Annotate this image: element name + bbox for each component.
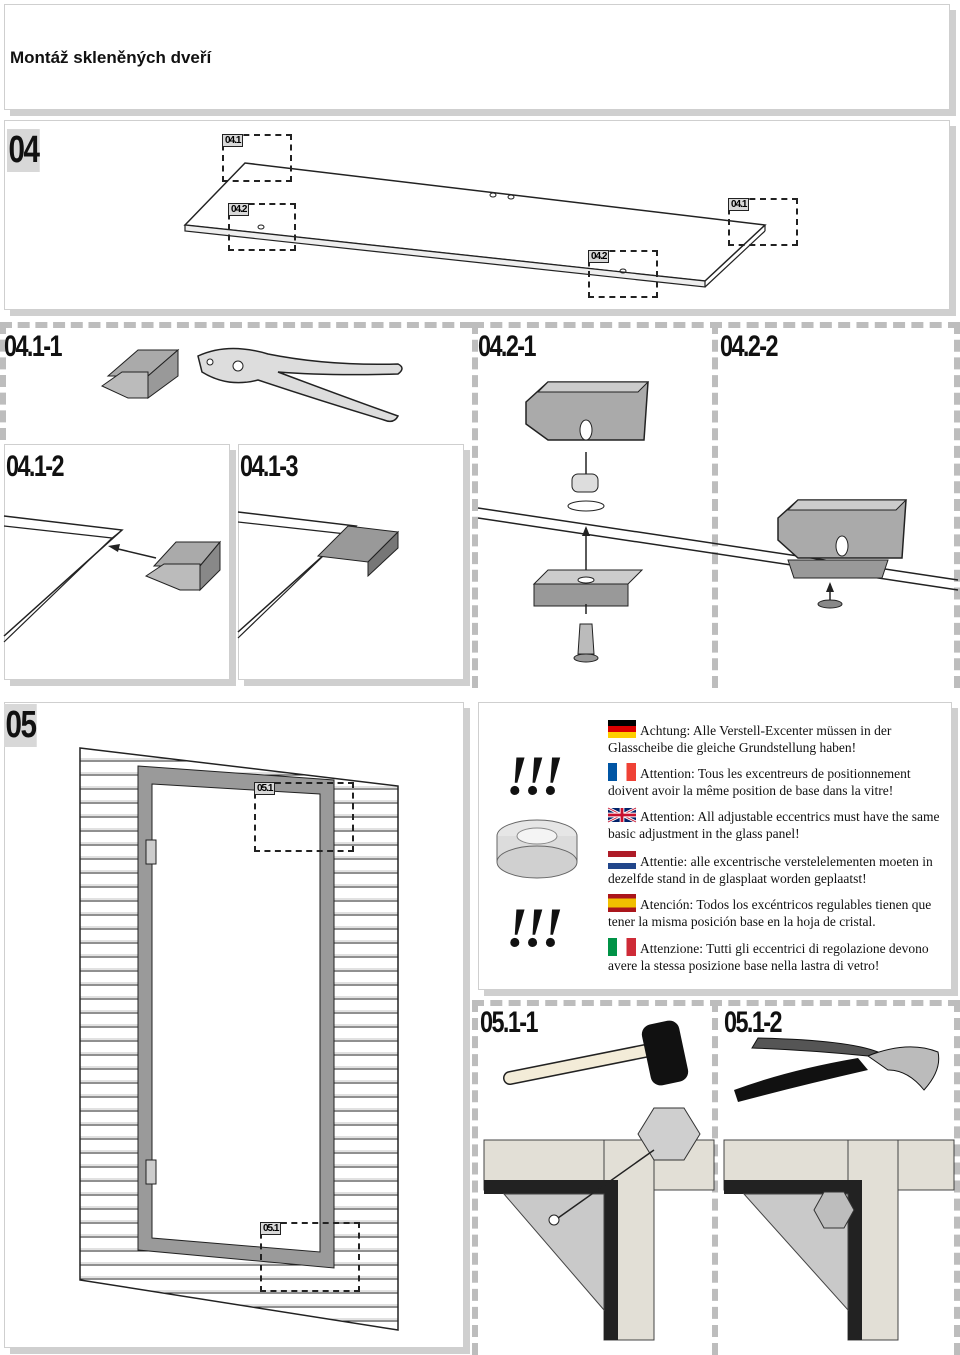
flag-uk-icon bbox=[607, 806, 637, 824]
flag-es-icon bbox=[608, 894, 636, 912]
warning-marks-top: !!! bbox=[506, 745, 563, 807]
callout-04-2-right: 04.2 bbox=[588, 250, 658, 298]
warning-it: Attenzione: Tutti gli eccentrici di rego… bbox=[608, 938, 948, 974]
step-04-2-2-label: 04.2-2 bbox=[720, 330, 779, 363]
warning-en-text: Attention: All adjustable eccentrics mus… bbox=[608, 809, 940, 841]
warning-es-text: Atención: Todos los excéntricos regulabl… bbox=[608, 897, 932, 929]
warning-de-text: Achtung: Alle Verstell-Excenter müssen i… bbox=[608, 723, 892, 755]
callout-label: 04.1 bbox=[222, 134, 244, 147]
header-panel bbox=[4, 4, 950, 110]
warning-en: Attention: All adjustable eccentrics mus… bbox=[607, 806, 948, 842]
warning-fr: Attention: Tous les excentreurs de posit… bbox=[608, 763, 948, 799]
step-04-label: 04 bbox=[7, 129, 40, 172]
callout-04-2-left: 04.2 bbox=[228, 203, 296, 251]
pliers-drawing bbox=[734, 1037, 940, 1102]
flag-de-icon bbox=[608, 720, 636, 738]
divider-05-1 bbox=[712, 1000, 718, 1355]
frame-corner-left-drawing bbox=[483, 1107, 715, 1341]
step-05-1-2-label: 05.1-2 bbox=[724, 1006, 783, 1039]
callout-label: 05.1 bbox=[254, 782, 276, 795]
step-05-1-1-label: 05.1-1 bbox=[480, 1006, 539, 1039]
warning-it-text: Attenzione: Tutti gli eccentrici di rego… bbox=[608, 941, 929, 973]
eccentric-icon bbox=[496, 819, 578, 879]
flag-fr-icon bbox=[608, 763, 636, 781]
step-05-label: 05 bbox=[4, 704, 37, 747]
mallet-drawing bbox=[503, 1020, 689, 1086]
frame-corner-right-drawing bbox=[723, 1139, 955, 1341]
warning-nl: Attentie: alle excentrische versteleleme… bbox=[608, 851, 948, 887]
divider-04-2 bbox=[712, 322, 718, 688]
callout-label: 05.1 bbox=[260, 1222, 282, 1235]
step-04-1-3-label: 04.1-3 bbox=[240, 450, 299, 483]
callout-05-1-top: 05.1 bbox=[254, 782, 354, 852]
step-04-1-1-label: 04.1-1 bbox=[4, 330, 63, 363]
callout-05-1-bottom: 05.1 bbox=[260, 1222, 360, 1292]
clip-fitted-drawing bbox=[237, 511, 400, 639]
warning-nl-text: Attentie: alle excentrische versteleleme… bbox=[608, 854, 933, 886]
callout-label: 04.2 bbox=[588, 250, 610, 263]
flag-nl-icon bbox=[608, 851, 636, 869]
warning-fr-text: Attention: Tous les excentreurs de posit… bbox=[608, 766, 911, 798]
callout-label: 04.2 bbox=[228, 203, 250, 216]
warning-de: Achtung: Alle Verstell-Excenter müssen i… bbox=[608, 720, 948, 756]
eccentric-assembly-drawing bbox=[477, 381, 959, 663]
clip-insertion-drawing bbox=[3, 515, 222, 643]
step-04-2-1-label: 04.2-1 bbox=[478, 330, 537, 363]
warning-es: Atención: Todos los excéntricos regulabl… bbox=[608, 894, 948, 930]
callout-04-1-right: 04.1 bbox=[728, 198, 798, 246]
page-title: Montáž skleněných dveří bbox=[10, 48, 212, 67]
glass-panel-drawing bbox=[183, 162, 767, 288]
wall-with-door-drawing bbox=[79, 747, 399, 1331]
callout-label: 04.1 bbox=[728, 198, 750, 211]
callout-04-1-top: 04.1 bbox=[222, 134, 292, 182]
step-04-1-2-label: 04.1-2 bbox=[6, 450, 65, 483]
flag-it-icon bbox=[608, 938, 636, 956]
clip-and-pliers-drawing bbox=[101, 347, 403, 423]
step-04-panel: 04 bbox=[4, 120, 950, 310]
step-04-1-3-panel bbox=[238, 444, 464, 680]
warning-marks-bottom: !!! bbox=[506, 897, 563, 959]
